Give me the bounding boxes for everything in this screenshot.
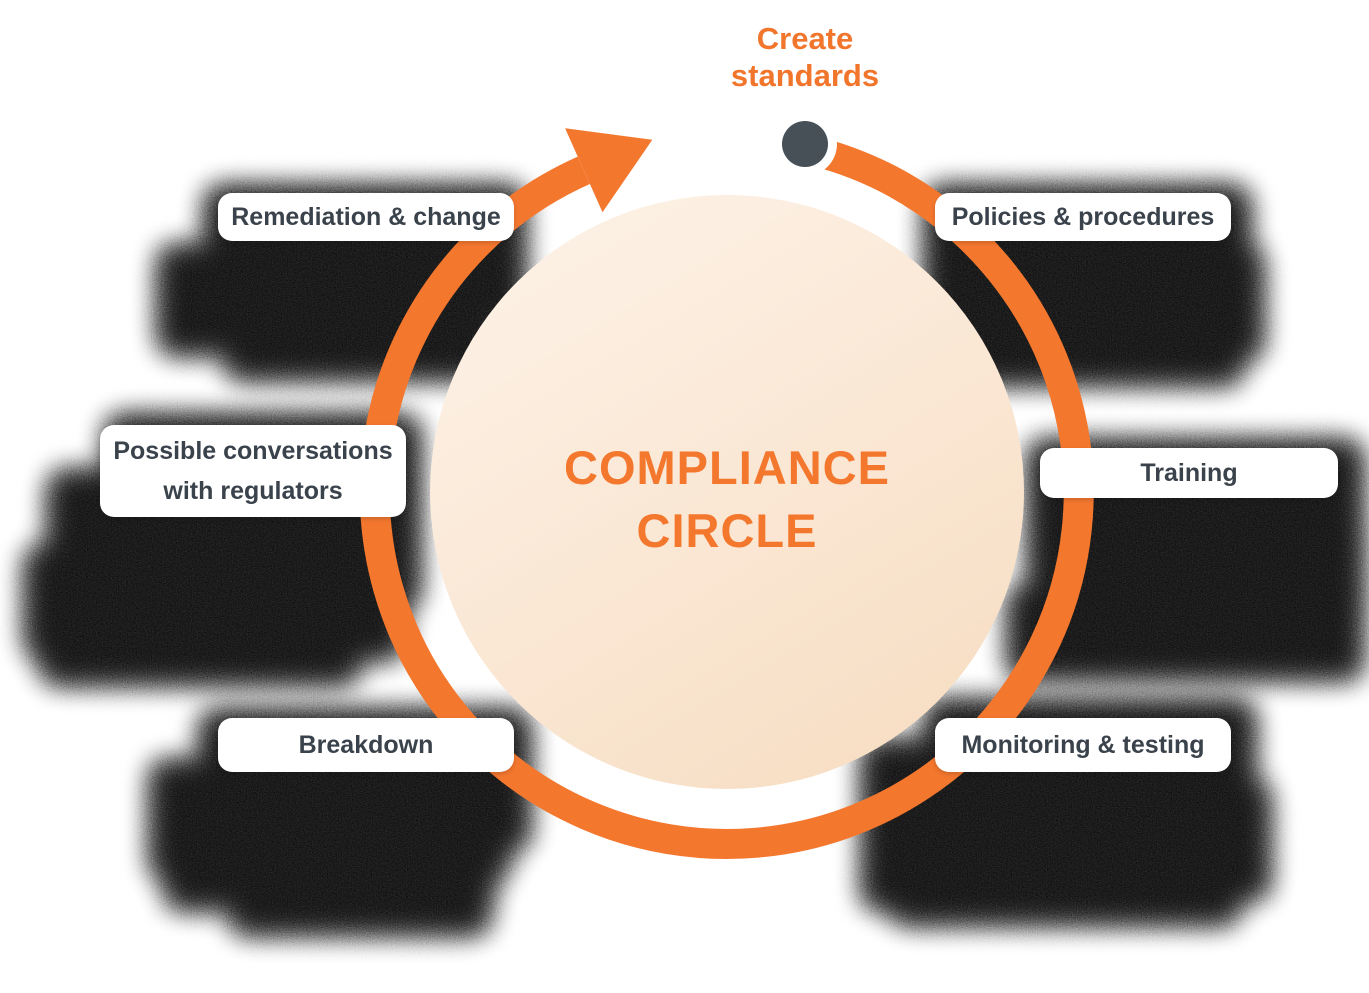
start-marker-dot xyxy=(782,121,828,167)
diagram-title-line1: COMPLIANCE xyxy=(564,441,890,494)
stage-label-line1: Possible conversations xyxy=(113,437,393,465)
stage-label: Remediation & change xyxy=(231,203,501,231)
compliance-circle-disc xyxy=(430,195,1024,789)
diagram-title: COMPLIANCE CIRCLE xyxy=(477,436,977,562)
start-label: Create standards xyxy=(645,20,965,94)
cycle-arrowhead-icon xyxy=(565,128,653,213)
stage-label: Policies & procedures xyxy=(951,203,1215,231)
stage-label: Breakdown xyxy=(298,731,434,759)
diagram-title-line2: CIRCLE xyxy=(636,504,818,557)
start-label-line1: Create xyxy=(756,21,854,56)
stage-label: Training xyxy=(1140,459,1238,487)
stage-card-policies-and-procedures: Policies & procedures xyxy=(935,193,1231,241)
stage-card-remediation-and-change: Remediation & change xyxy=(218,193,514,241)
stage-label-line2: with regulators xyxy=(163,477,343,505)
stage-card-monitoring-and-testing: Monitoring & testing xyxy=(935,718,1231,772)
cycle-ring xyxy=(359,135,1094,859)
stage-card-possible-conversations-with-regulators: Possible conversations with regulators xyxy=(100,425,406,517)
stage-card-training: Training xyxy=(1040,448,1338,498)
stage-card-breakdown: Breakdown xyxy=(218,718,514,772)
start-label-line2: standards xyxy=(730,58,880,93)
shadow-breakdown xyxy=(150,710,530,935)
stage-label: Monitoring & testing xyxy=(961,731,1205,759)
